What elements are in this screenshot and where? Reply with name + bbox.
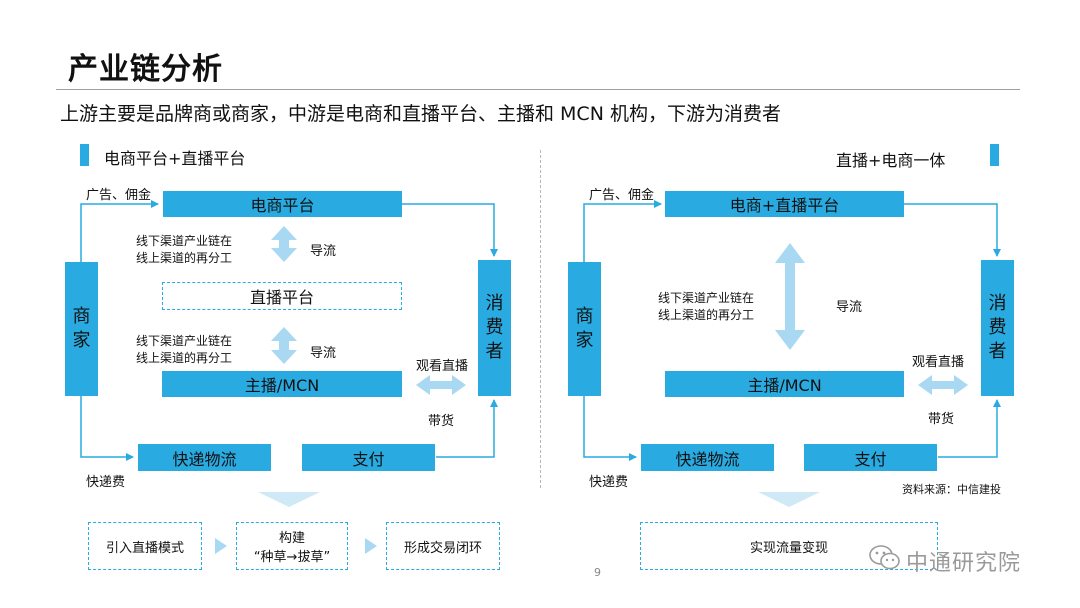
right-express-box: 快递物流 <box>641 444 774 471</box>
left-down-arrow <box>258 492 320 507</box>
right-note: 线下渠道产业链在 线上渠道的再分工 <box>658 290 754 324</box>
right-guide-label: 导流 <box>836 300 863 315</box>
left-watch-label: 观看直播 <box>416 359 469 374</box>
left-step-3-line-1: 形成交易闭环 <box>403 540 482 556</box>
page-title: 产业链分析 <box>68 52 223 87</box>
page-number: 9 <box>594 566 601 579</box>
right-down-arrow <box>758 492 820 507</box>
left-guide-arrow-1 <box>271 226 297 262</box>
right-express-fee-label: 快递费 <box>589 475 629 490</box>
right-merchant-box: 商 家 <box>568 262 601 396</box>
left-step-2-line-1: 构建 <box>278 531 305 546</box>
left-express-fee-label: 快递费 <box>86 475 126 490</box>
left-step-box-1: 引入直播模式 <box>88 522 202 570</box>
page-subtitle: 上游主要是品牌商或商家，中游是电商和直播平台、主播和 MCN 机构，下游为消费者 <box>60 103 781 125</box>
left-note-1-line-2: 线上渠道的再分工 <box>136 251 233 265</box>
wechat-icon <box>868 543 902 573</box>
right-note-line-2: 线上渠道的再分工 <box>658 308 755 322</box>
left-section-bar <box>80 144 89 166</box>
title-divider <box>56 89 1020 90</box>
right-section-title: 直播+电商一体 <box>836 151 946 170</box>
left-step-1-line-1: 引入直播模式 <box>105 540 184 556</box>
left-guide-arrow-2 <box>271 327 297 364</box>
right-merchant-to-express-line <box>583 396 637 461</box>
right-consumer-char-2: 费 <box>988 317 1007 338</box>
right-consumer-box: 消 费 者 <box>981 260 1014 396</box>
right-watch-label: 观看直播 <box>912 355 965 370</box>
right-ecommerce-to-consumer-line <box>904 203 1001 257</box>
left-ecommerce-to-consumer-line <box>402 203 498 257</box>
source-note: 资料来源：中信建投 <box>902 483 1001 496</box>
panel-divider <box>540 150 541 488</box>
left-payment-box: 支付 <box>302 444 435 471</box>
right-payment-box: 支付 <box>804 444 937 471</box>
left-ecommerce-box: 电商平台 <box>163 191 402 217</box>
left-note-2: 线下渠道产业链在 线上渠道的再分工 <box>136 333 232 367</box>
left-merchant-char-1: 商 <box>72 306 91 327</box>
right-consumer-char-3: 者 <box>988 341 1007 362</box>
left-section-title: 电商平台+直播平台 <box>104 149 246 168</box>
left-step-arrow-1 <box>215 538 227 554</box>
left-express-box: 快递物流 <box>138 444 271 471</box>
right-section-bar <box>990 144 999 166</box>
right-merchant-char-2: 家 <box>575 330 594 351</box>
left-note-1: 线下渠道产业链在 线上渠道的再分工 <box>136 233 232 267</box>
left-guide-label-2: 导流 <box>310 346 337 361</box>
left-consumer-box: 消 费 者 <box>478 260 511 396</box>
left-step-2-line-2: “种草→拔草” <box>253 550 331 565</box>
left-step-box-3: 形成交易闭环 <box>386 522 500 570</box>
right-note-line-1: 线下渠道产业链在 <box>658 291 755 305</box>
left-sell-label: 带货 <box>428 414 455 429</box>
right-sell-label: 带货 <box>928 412 955 427</box>
right-merchant-char-1: 商 <box>575 306 594 327</box>
left-anchor-box: 主播/MCN <box>162 371 402 397</box>
left-note-2-line-2: 线上渠道的再分工 <box>136 351 233 365</box>
right-ad-label: 广告、佣金 <box>589 188 655 203</box>
left-note-1-line-1: 线下渠道产业链在 <box>136 234 233 248</box>
left-consumer-char-1: 消 <box>485 293 504 314</box>
right-anchor-box: 主播/MCN <box>665 371 904 397</box>
watermark-text: 中通研究院 <box>906 551 1022 576</box>
left-step-arrow-2 <box>365 538 377 554</box>
right-watch-arrow <box>918 375 968 395</box>
left-guide-label-1: 导流 <box>310 244 337 259</box>
left-merchant-char-2: 家 <box>72 330 91 351</box>
left-live-platform-box: 直播平台 <box>162 282 402 310</box>
left-note-2-line-1: 线下渠道产业链在 <box>136 334 233 348</box>
right-merchant-to-ecommerce-line <box>583 200 662 262</box>
left-watch-arrow <box>416 375 466 395</box>
left-merchant-box: 商 家 <box>65 262 98 396</box>
left-consumer-char-2: 费 <box>485 317 504 338</box>
right-ecommerce-box: 电商+直播平台 <box>665 191 904 217</box>
left-merchant-to-express-line <box>80 396 134 461</box>
left-ad-label: 广告、佣金 <box>86 188 152 203</box>
right-guide-arrow <box>775 243 805 350</box>
left-consumer-char-3: 者 <box>485 341 504 362</box>
left-step-box-2: 构建 “种草→拔草” <box>236 522 348 570</box>
right-consumer-char-1: 消 <box>988 293 1007 314</box>
